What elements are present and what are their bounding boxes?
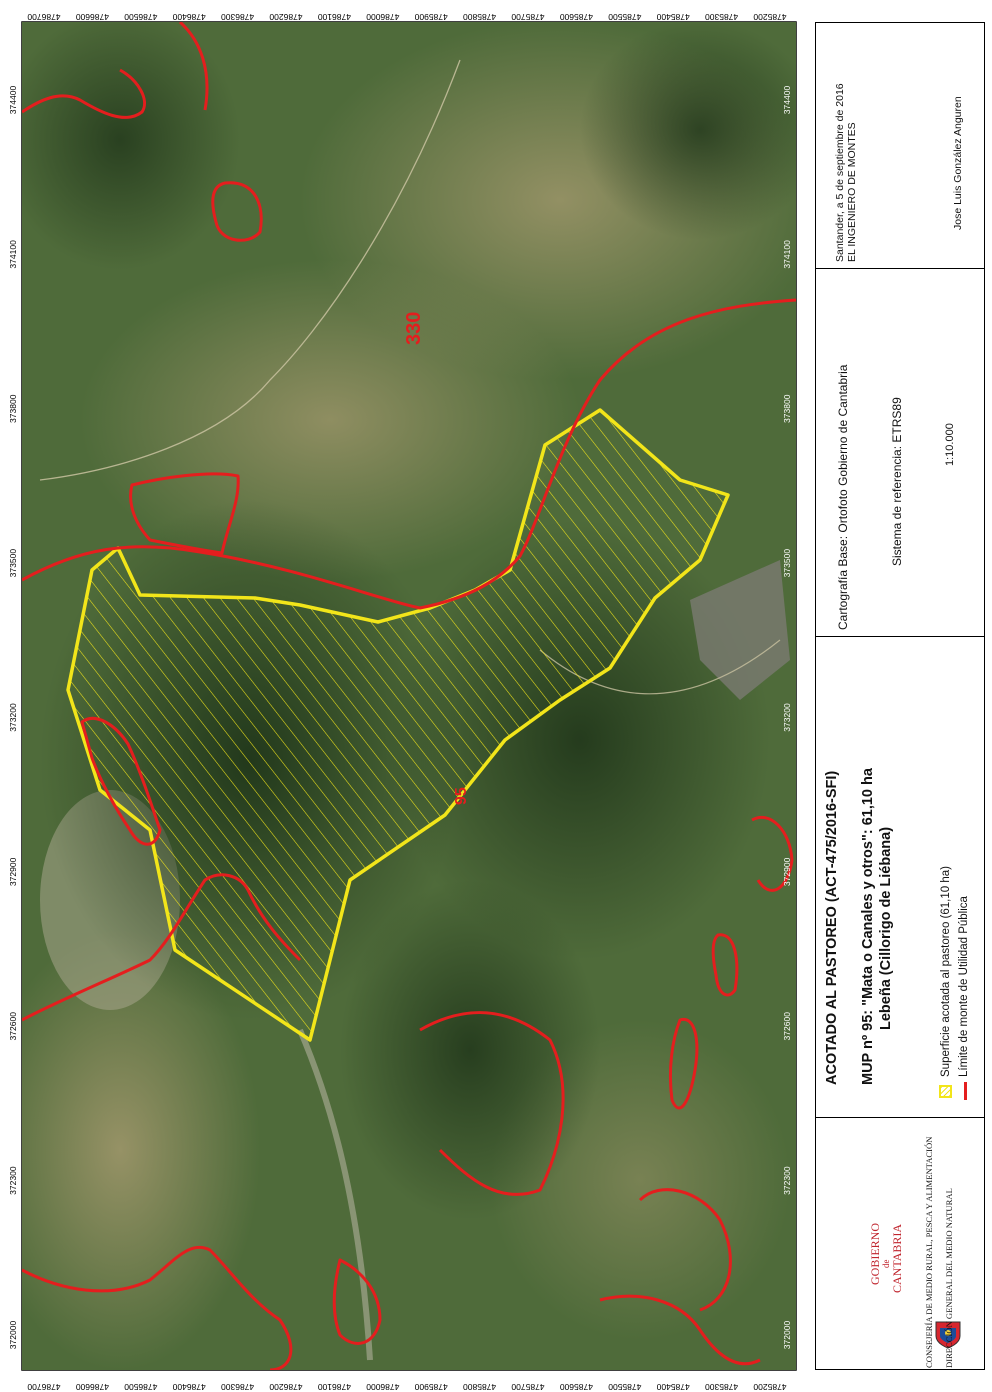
easting-tick-label: 374100: [8, 240, 18, 269]
northing-tick-label: 4785400: [656, 12, 689, 22]
easting-ticks-top: 372000 372300 372600 372900 373200 373500 3738…: [8, 86, 18, 1350]
northing-tick-label: 4785300: [705, 1382, 738, 1392]
northing-tick-label: 4786200: [269, 1382, 302, 1392]
northing-tick-label: 4786000: [366, 1382, 399, 1392]
legend-label-mup-boundary: Límite de monte de Utilidad Pública: [958, 896, 970, 1077]
northing-tick-label: 4785700: [511, 1382, 544, 1392]
panel-divider-3: [815, 1117, 985, 1118]
mup-330-label: 330: [403, 312, 425, 345]
northing-tick-label: 4786100: [318, 1382, 351, 1392]
easting-tick-label: 373500: [782, 549, 792, 578]
easting-tick-label: 372000: [782, 1321, 792, 1350]
map-subtitle-line2: Lebeña (Cillorigo de Liébana): [878, 826, 894, 1030]
northing-tick-label: 4786500: [124, 1382, 157, 1392]
mup-95-label: 95: [453, 787, 470, 805]
northing-ticks-right: 4786700 4786600 4786500 4786400 4786300 47862…: [27, 1382, 786, 1392]
northing-tick-label: 4786600: [76, 12, 109, 22]
easting-tick-label: 373200: [8, 703, 18, 732]
easting-tick-label: 372600: [782, 1012, 792, 1041]
easting-ticks-inner: 372000 372300 372600 372900 373200 373500 3738…: [782, 86, 792, 1350]
panel-divider-2: [815, 636, 985, 637]
easting-tick-label: 374100: [782, 240, 792, 269]
signature-place-date: Santander, a 5 de septiembre de 2016: [834, 83, 846, 262]
logo-cantabria: CANTABRIA: [890, 1223, 904, 1293]
easting-tick-label: 373800: [782, 394, 792, 423]
easting-tick-label: 372300: [782, 1166, 792, 1195]
logo-gobierno: GOBIERNO: [868, 1223, 882, 1285]
northing-tick-label: 4785600: [560, 1382, 593, 1392]
northing-tick-label: 4785200: [753, 1382, 786, 1392]
institution-direccion: DIRECCIÓN GENERAL DEL MEDIO NATURAL: [944, 1188, 954, 1368]
legend-swatch-mup-boundary: [964, 1082, 967, 1100]
northing-tick-label: 4786400: [172, 1382, 205, 1392]
northing-tick-label: 4785900: [414, 12, 447, 22]
easting-tick-label: 372300: [8, 1166, 18, 1195]
northing-tick-label: 4786100: [318, 12, 351, 22]
northing-tick-label: 4786700: [27, 12, 60, 22]
grazing-area-polygon[interactable]: [66, 408, 730, 1042]
northing-tick-label: 4785400: [656, 1382, 689, 1392]
northing-tick-label: 4786000: [366, 12, 399, 22]
panel-divider-1: [815, 268, 985, 269]
northing-tick-label: 4785600: [560, 12, 593, 22]
easting-tick-label: 373200: [782, 703, 792, 732]
easting-tick-label: 374400: [782, 86, 792, 115]
northing-tick-label: 4786300: [221, 12, 254, 22]
map-title: ACOTADO AL PASTOREO (ACT-475/2016-SFI): [824, 770, 840, 1085]
easting-tick-label: 372900: [8, 857, 18, 886]
northing-tick-label: 4785300: [705, 12, 738, 22]
northing-tick-label: 4786700: [27, 1382, 60, 1392]
cantabria-coat-of-arms-icon: [935, 1321, 961, 1349]
signature-name: Jose Luis González Anguren: [952, 96, 964, 230]
northing-tick-label: 4785900: [414, 1382, 447, 1392]
reference-system: Sistema de referencia: ETRS89: [890, 397, 904, 566]
info-panel: [815, 22, 985, 1370]
easting-tick-label: 373800: [8, 394, 18, 423]
institution-consejeria: CONSEJERÍA DE MEDIO RURAL, PESCA Y ALIME…: [924, 1136, 934, 1368]
northing-tick-label: 4785800: [463, 1382, 496, 1392]
signature-role: EL INGENIERO DE MONTES: [846, 122, 858, 262]
northing-tick-label: 4785500: [608, 1382, 641, 1392]
easting-tick-label: 374400: [8, 86, 18, 115]
easting-tick-label: 372000: [8, 1321, 18, 1350]
easting-tick-label: 372900: [782, 857, 792, 886]
map-subtitle-line1: MUP nº 95: "Mata o Canales y otros": 61,…: [860, 768, 876, 1085]
legend-label-grazing-area: Superficie acotada al pastoreo (61,10 ha…: [940, 866, 952, 1077]
northing-tick-label: 4785700: [511, 12, 544, 22]
base-cartography: Cartografía Base: Ortofoto Gobierno de C…: [836, 364, 850, 630]
map-scale: 1:10.000: [944, 423, 956, 466]
easting-tick-label: 372600: [8, 1012, 18, 1041]
northing-tick-label: 4786600: [76, 1382, 109, 1392]
northing-ticks-left: 4786700 4786600 4786500 4786400 4786300 47862…: [27, 12, 786, 22]
northing-tick-label: 4785800: [463, 12, 496, 22]
northing-tick-label: 4785500: [608, 12, 641, 22]
northing-tick-label: 4786200: [269, 12, 302, 22]
northing-tick-label: 4786500: [124, 12, 157, 22]
easting-tick-label: 373500: [8, 549, 18, 578]
mup-boundaries: [22, 22, 796, 1370]
legend-swatch-grazing-area: [939, 1085, 952, 1098]
northing-tick-label: 4786400: [172, 12, 205, 22]
northing-tick-label: 4786300: [221, 1382, 254, 1392]
northing-tick-label: 4785200: [753, 12, 786, 22]
